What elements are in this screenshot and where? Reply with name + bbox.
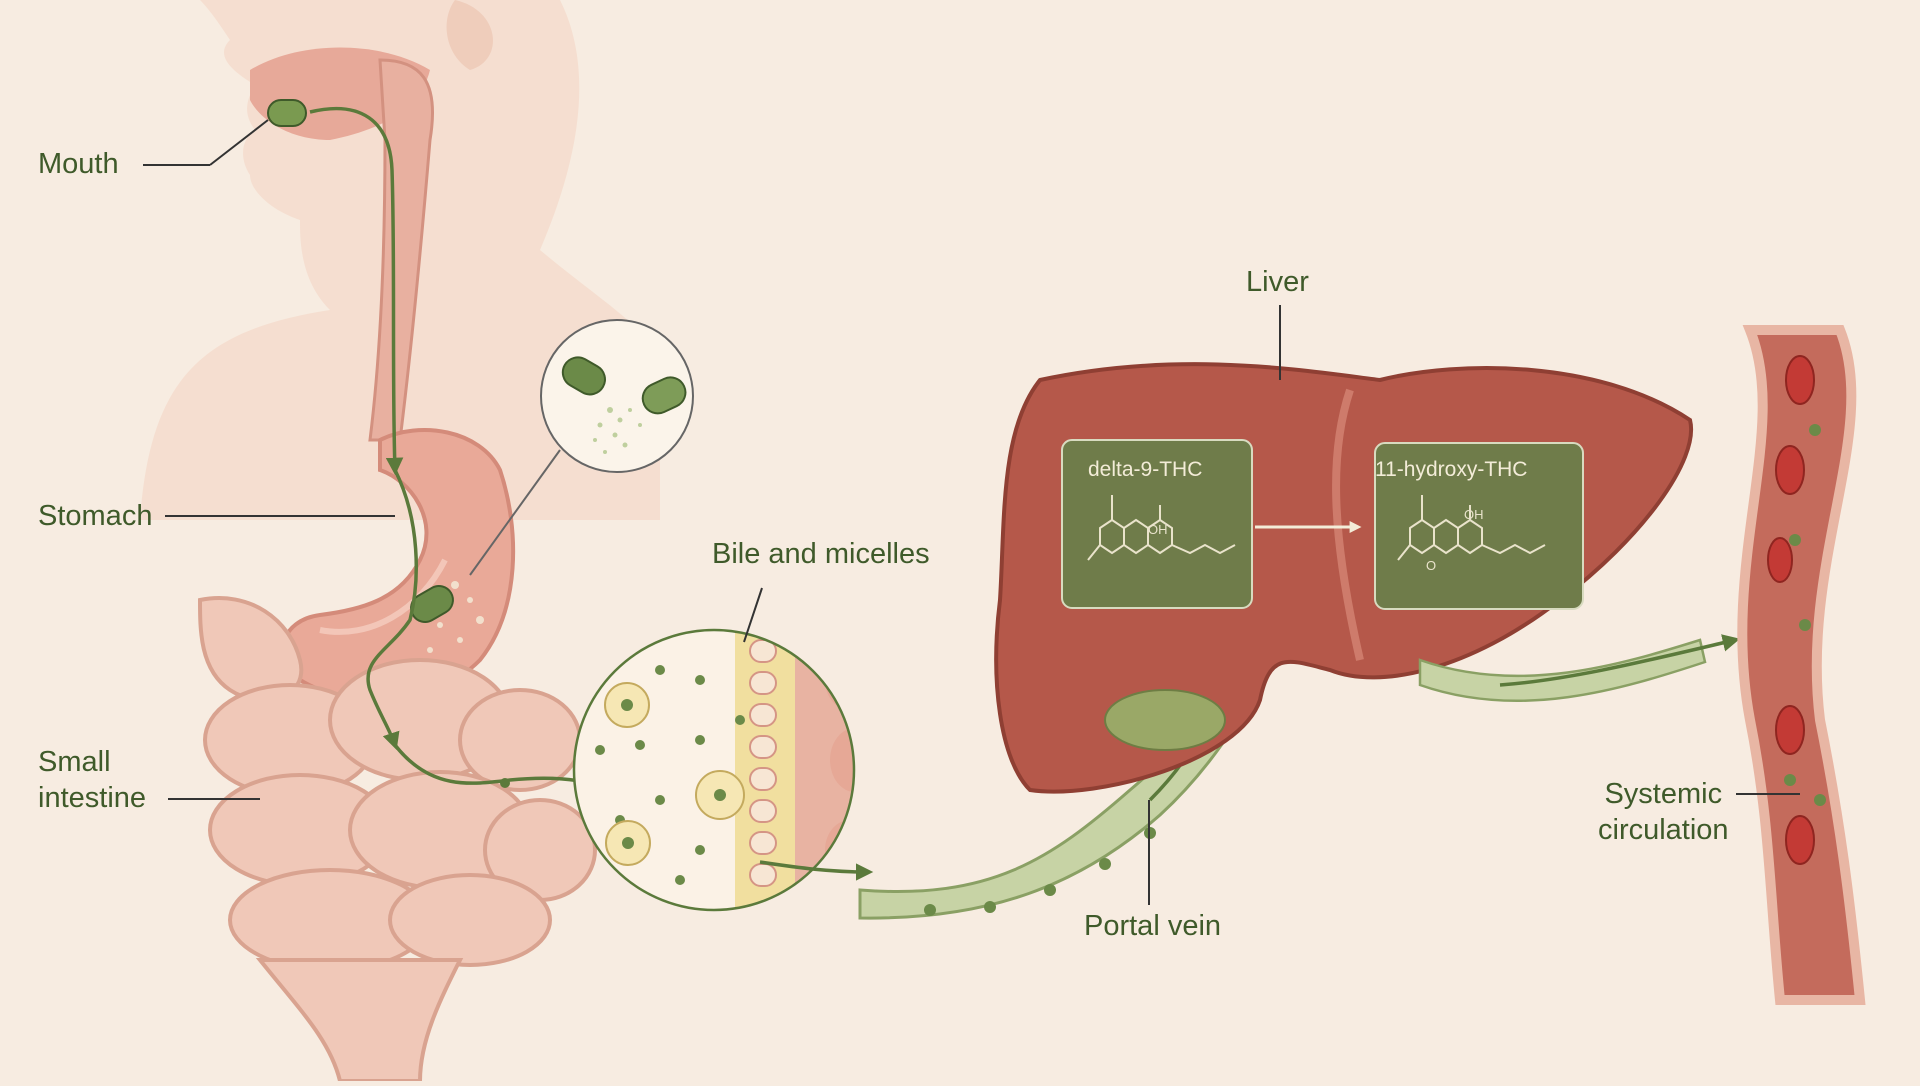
ear	[446, 0, 493, 70]
oh-label-metabolite: OH	[1464, 507, 1484, 522]
hepatic-outflow-vessel	[1418, 638, 1707, 703]
gi-pathway-arrow	[309, 106, 404, 476]
small-intestine-label: Small intestine	[38, 746, 147, 814]
11-hydroxy-thc-title: 11-hydroxy-THC	[1375, 458, 1528, 481]
blood-vessel	[1737, 325, 1866, 1005]
small-intestine-organ	[197, 596, 597, 1083]
11-hydroxy-thc-structure	[1397, 495, 1546, 561]
mouth-label: Mouth	[38, 148, 119, 180]
liver-to-blood-arrow	[1499, 634, 1741, 687]
systemic-circulation-label: Systemic circulation	[1598, 778, 1729, 846]
villus-to-portal-arrow	[759, 860, 874, 881]
micelle-zoom-circle	[572, 587, 856, 912]
bile-micelles-label: Bile and micelles	[712, 538, 930, 570]
esophagus	[368, 58, 435, 442]
o-label-metabolite: O	[1426, 558, 1436, 573]
delta9-thc-structure	[1087, 495, 1236, 561]
stomach-label: Stomach	[38, 500, 153, 532]
portal-vein-label: Portal vein	[1084, 910, 1222, 942]
capsule-in-mouth	[267, 99, 307, 127]
parent-molecule-box	[1061, 439, 1253, 609]
delta9-thc-title: delta-9-THC	[1088, 458, 1203, 481]
capsule-inset	[469, 319, 694, 576]
stomach-to-intestine-arrow	[366, 469, 418, 750]
oh-label-parent: OH	[1148, 522, 1168, 537]
liver-label: Liver	[1246, 266, 1309, 298]
gallbladder	[1104, 689, 1226, 751]
